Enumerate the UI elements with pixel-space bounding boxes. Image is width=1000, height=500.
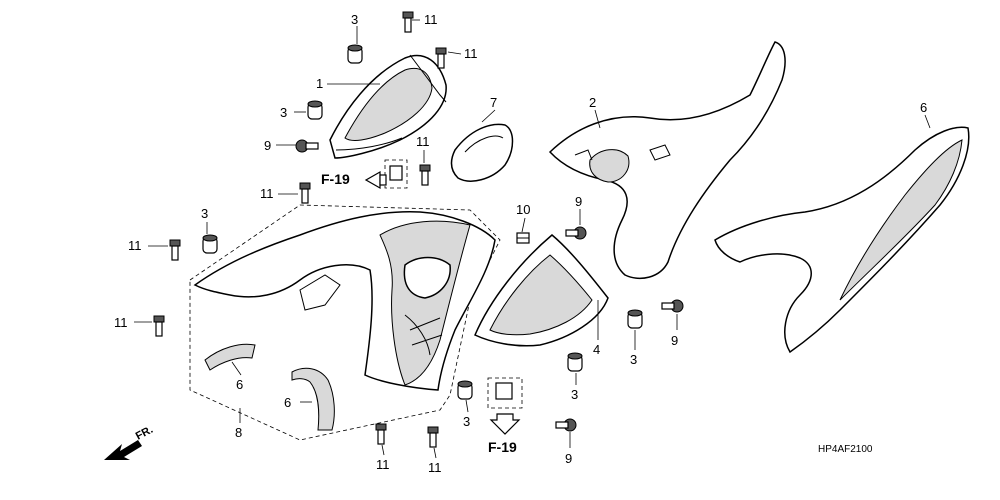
down-arrow-icon (489, 413, 521, 435)
callout-11: 11 (464, 46, 478, 61)
grommet-3a (347, 44, 363, 64)
callout-8: 8 (235, 425, 242, 440)
fastener-11f (153, 315, 165, 337)
callout-6: 6 (284, 395, 291, 410)
clip-box-lower (487, 377, 523, 409)
callout-11: 11 (424, 12, 438, 27)
grommet-3f (457, 380, 473, 400)
callout-11: 11 (128, 238, 142, 253)
callout-11: 11 (428, 460, 442, 475)
callout-11: 11 (260, 186, 274, 201)
fastener-11c (419, 164, 431, 186)
fastener-11d (299, 182, 311, 204)
callout-5: 6 (920, 100, 927, 115)
callout-3: 3 (630, 352, 637, 367)
left-arrow-icon (364, 170, 381, 190)
callout-2: 2 (589, 95, 596, 110)
callout-11: 11 (416, 134, 430, 149)
callout-1: 1 (316, 76, 323, 91)
callout-10: 10 (516, 202, 530, 217)
part-7-cover-plate (450, 123, 514, 182)
grommet-3d (627, 309, 643, 329)
callout-9: 9 (565, 451, 572, 466)
ref-label: F-19 (321, 171, 350, 187)
callout-6: 6 (236, 377, 243, 392)
callout-3: 3 (463, 414, 470, 429)
grommet-3b (307, 100, 323, 120)
screw-9b (565, 226, 587, 240)
callout-3: 3 (280, 105, 287, 120)
screw-9a (295, 139, 319, 153)
part-6-strip-upper (204, 343, 256, 371)
callout-7: 7 (490, 95, 497, 110)
fastener-11b (435, 47, 447, 69)
grommet-3e (567, 352, 583, 372)
callout-3: 3 (571, 387, 578, 402)
callout-3: 3 (351, 12, 358, 27)
front-direction-indicator: FR. (104, 424, 155, 460)
callout-4: 4 (593, 342, 600, 357)
ref-f19-upper[interactable]: F-19 (321, 170, 387, 190)
front-label: FR. (134, 424, 155, 443)
ref-f19-lower[interactable]: F-19 (488, 413, 521, 455)
callout-3: 3 (201, 206, 208, 221)
callout-9: 9 (264, 138, 271, 153)
part-4-lower-cover (474, 234, 609, 347)
screw-9d (555, 418, 577, 432)
clip-box-upper (384, 159, 408, 189)
callout-9: 9 (671, 333, 678, 348)
part-8-side-cover (189, 204, 501, 441)
fastener-11a (402, 11, 414, 33)
front-arrow-icon (104, 440, 142, 460)
grommet-3c (202, 234, 218, 254)
callout-11: 11 (114, 315, 128, 330)
callout-9: 9 (575, 194, 582, 209)
part-2-shroud (548, 41, 786, 279)
fastener-11g (375, 423, 387, 445)
part-6-strip-lower (291, 367, 335, 431)
diagram-code: HP4AF2100 (818, 444, 873, 455)
clip-10 (516, 232, 530, 244)
screw-9c (661, 299, 684, 313)
part-5-side-cover (714, 126, 970, 354)
leader-lines (134, 19, 931, 459)
ref-label: F-19 (488, 439, 517, 455)
fastener-11e (169, 239, 181, 261)
callout-11: 11 (376, 457, 390, 472)
fastener-11h (427, 426, 439, 448)
